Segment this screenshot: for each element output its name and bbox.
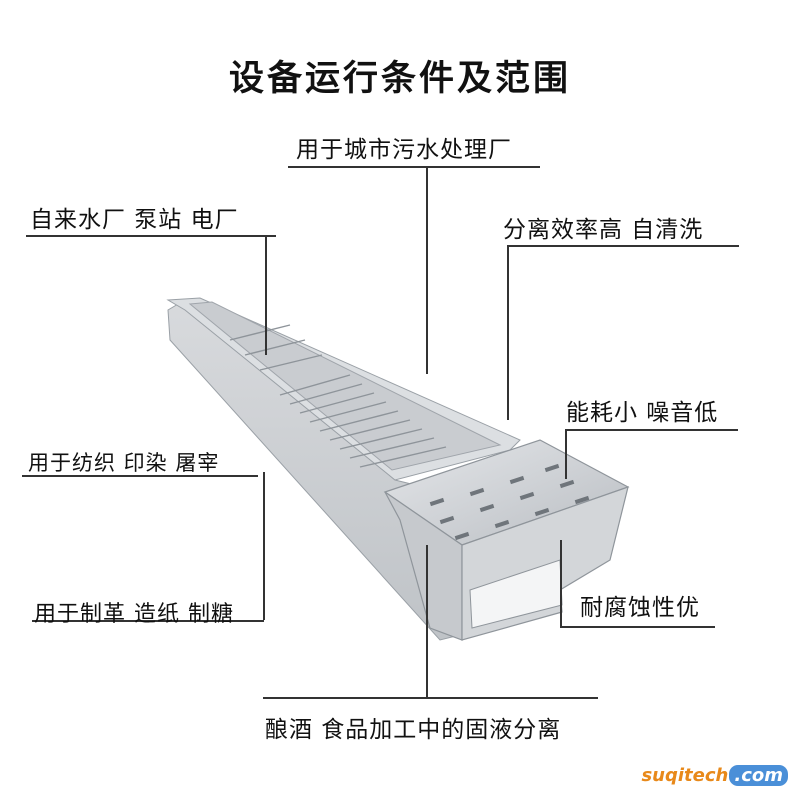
leader-energy-h [565, 429, 738, 431]
site-watermark: suqitech.com [641, 765, 788, 786]
callout-water-plant: 自来水厂 泵站 电厂 [30, 207, 239, 233]
leader-energy-v [565, 429, 567, 479]
front-cover-left [384, 491, 463, 641]
leader-municipal-h [288, 166, 540, 168]
leader-corrosion-v [560, 540, 562, 627]
leader-tannery-h [32, 620, 264, 622]
page-title: 设备运行条件及范围 [228, 59, 571, 99]
leader-efficiency-h [507, 245, 739, 247]
discharge-opening [469, 559, 563, 629]
leader-brewing-v [426, 545, 428, 697]
callout-brewing: 酿酒 食品加工中的固液分离 [265, 717, 562, 743]
leader-textile-h [22, 475, 258, 477]
callout-corrosion: 耐腐蚀性优 [580, 595, 700, 621]
callout-tannery: 用于制革 造纸 制糖 [34, 602, 234, 627]
leader-municipal-v [426, 166, 428, 374]
watermark-prefix: suqitech [641, 765, 729, 786]
callout-municipal: 用于城市污水处理厂 [296, 137, 512, 163]
leader-water-plant-h [26, 235, 276, 237]
screen-bars [229, 324, 447, 468]
leader-tannery-v [263, 472, 265, 620]
cover-slots [429, 463, 590, 541]
leader-efficiency-v [507, 245, 509, 420]
screen-bed [188, 301, 502, 471]
watermark-suffix: .com [729, 765, 788, 786]
callout-energy: 能耗小 噪音低 [566, 400, 719, 426]
leader-corrosion-h [560, 626, 715, 628]
callout-textile: 用于纺织 印染 屠宰 [28, 451, 220, 475]
leader-brewing-h [263, 697, 598, 699]
callout-efficiency: 分离效率高 自清洗 [503, 217, 704, 243]
leader-water-plant-v [265, 235, 267, 355]
